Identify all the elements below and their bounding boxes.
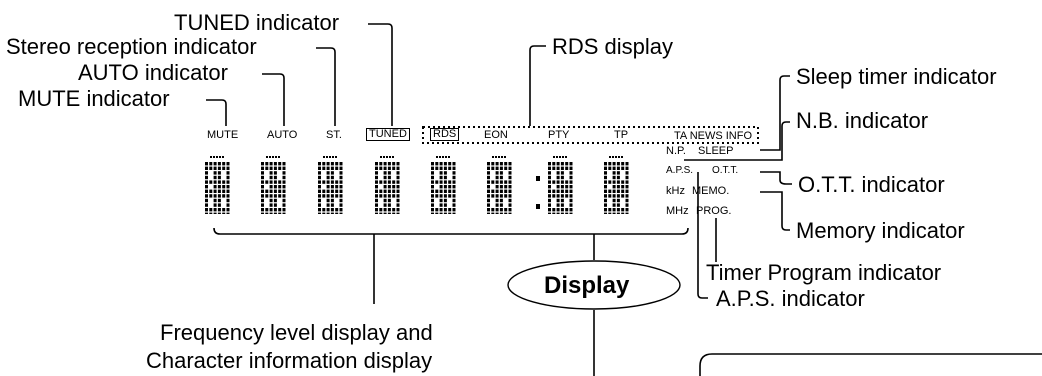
character-info-callout: Character information display <box>146 348 433 373</box>
panel-sleep: SLEEP <box>698 145 734 157</box>
bottom-bracket <box>213 227 689 235</box>
ott-leader <box>760 171 792 185</box>
rds-display-callout: RDS display <box>552 34 674 59</box>
tuned-indicator-callout: TUNED indicator <box>174 10 340 35</box>
stereo-indicator-callout: Stereo reception indicator <box>6 34 257 59</box>
panel-np: N.P. <box>666 145 686 157</box>
panel-st: ST. <box>326 129 342 141</box>
matrix-character-1 <box>205 156 230 214</box>
panel-mute: MUTE <box>207 129 239 141</box>
memory-leader <box>760 191 790 231</box>
panel-ta-news-info: TA NEWS INFO <box>674 130 753 142</box>
panel-aps: A.P.S. <box>666 165 694 176</box>
frequency-level-callout: Frequency level display and <box>160 320 433 345</box>
panel-auto: AUTO <box>267 129 298 141</box>
rds-leader <box>529 45 546 126</box>
corner-box <box>699 353 1042 376</box>
aps-leader <box>697 172 708 299</box>
matrix-character-2 <box>261 156 286 214</box>
nb-indicator-callout: N.B. indicator <box>796 108 929 133</box>
auto-indicator-callout: AUTO indicator <box>78 60 228 85</box>
tuned-leader <box>368 23 393 126</box>
matrix-character-3 <box>318 156 343 214</box>
mute-indicator-callout: MUTE indicator <box>18 86 170 111</box>
aps-indicator-callout: A.P.S. indicator <box>716 286 865 311</box>
panel-tuned: TUNED <box>366 128 410 141</box>
display-oval <box>507 260 681 310</box>
panel-tp: TP <box>614 129 629 141</box>
nb-leader <box>684 121 790 161</box>
panel-pty: PTY <box>548 129 570 141</box>
panel-eon: EON <box>484 129 508 141</box>
matrix-character-6 <box>487 156 512 214</box>
panel-khz: kHz <box>666 185 685 197</box>
panel-prog: PROG. <box>696 205 732 217</box>
ott-indicator-callout: O.T.T. indicator <box>798 172 945 197</box>
stereo-leader <box>316 47 336 126</box>
timer-program-callout: Timer Program indicator <box>706 260 942 285</box>
panel-memo: MEMO. <box>692 185 730 197</box>
mute-leader <box>206 99 227 126</box>
colon-separator <box>536 176 540 209</box>
panel-mhz: MHz <box>666 205 689 217</box>
matrix-character-7 <box>548 156 573 214</box>
auto-leader <box>262 73 285 126</box>
memory-indicator-callout: Memory indicator <box>796 218 965 243</box>
sleep-leader <box>760 75 790 151</box>
matrix-character-5 <box>431 156 456 214</box>
matrix-character-4 <box>375 156 400 214</box>
panel-rds: RDS <box>430 128 460 141</box>
sleep-timer-callout: Sleep timer indicator <box>796 64 997 89</box>
display-title: Display <box>544 272 630 299</box>
panel-ott: O.T.T. <box>712 165 739 176</box>
matrix-character-8 <box>604 156 629 214</box>
